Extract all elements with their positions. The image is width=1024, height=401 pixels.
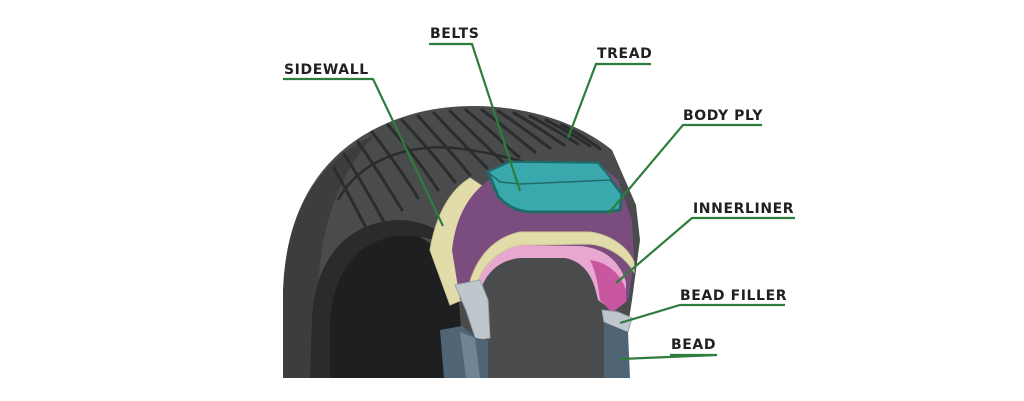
label-innerliner: INNERLINER bbox=[693, 201, 795, 217]
leader-sidewall bbox=[283, 77, 444, 227]
belts-top bbox=[486, 161, 614, 185]
leader-bead-filler bbox=[619, 303, 785, 325]
bead-right bbox=[604, 322, 630, 378]
bead-filler-left bbox=[454, 279, 491, 341]
bead-left-highlight bbox=[460, 332, 480, 378]
leader-lines bbox=[283, 42, 795, 361]
tire-shadow bbox=[283, 135, 375, 378]
leader-body-ply bbox=[607, 123, 762, 215]
label-belts: BELTS bbox=[430, 26, 480, 42]
label-sidewall: SIDEWALL bbox=[284, 62, 369, 78]
label-bead: BEAD bbox=[671, 337, 717, 353]
leader-innerliner bbox=[615, 216, 795, 284]
tire-inner-rim-shade bbox=[310, 220, 458, 378]
leader-belts bbox=[429, 42, 522, 192]
label-body-ply: BODY PLY bbox=[683, 108, 764, 124]
innerliner-layer bbox=[470, 245, 626, 310]
label-tread: TREAD bbox=[597, 46, 653, 62]
label-bead-filler: BEAD FILLER bbox=[680, 288, 788, 304]
innerliner-inner-wall bbox=[590, 260, 626, 312]
tread-grooves bbox=[332, 108, 602, 242]
leader-bead bbox=[619, 353, 718, 361]
leader-tread bbox=[566, 62, 651, 139]
cutaway-layers bbox=[429, 160, 635, 378]
tire-inner-hole bbox=[328, 231, 465, 378]
